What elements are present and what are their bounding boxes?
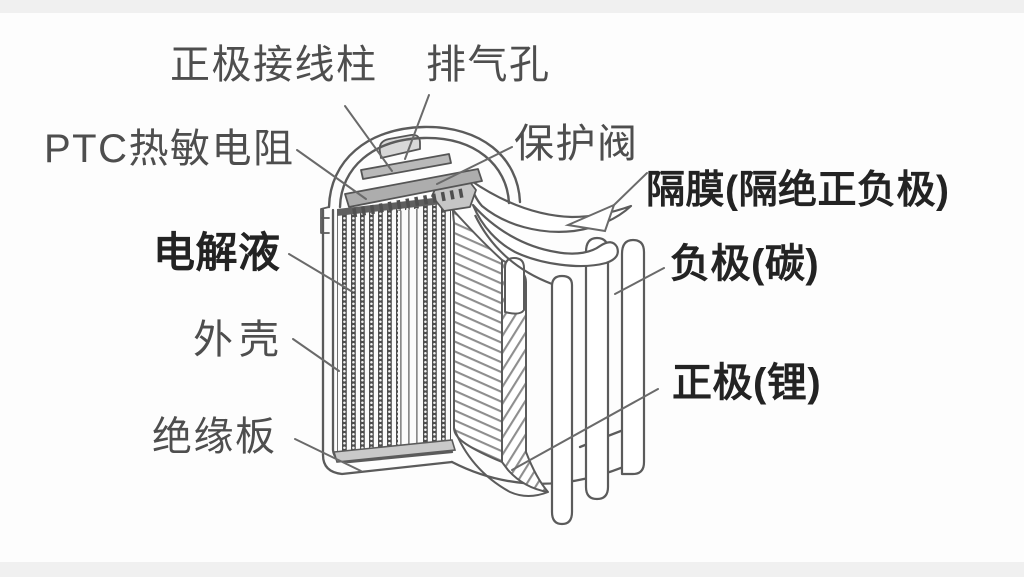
leader-ptc: [296, 149, 367, 200]
dome-outer: [327, 125, 522, 209]
separator-main: [452, 209, 503, 463]
can-bottom-front-rim: [450, 457, 644, 485]
sheet-strip-right: [620, 238, 646, 476]
label-vent-hole: 排气孔: [426, 43, 551, 87]
dome-inner: [338, 136, 511, 209]
cap-crimp-teeth: [352, 187, 469, 218]
leader-vent: [404, 94, 430, 160]
label-cathode-lithium: 正极(锂): [672, 361, 822, 405]
anode-ribbon: [471, 203, 619, 268]
leader-electrolyte: [288, 253, 352, 292]
leader-lines: [288, 94, 665, 472]
label-electrolyte: 电解液: [153, 229, 281, 276]
separator-hatch-sheet: [452, 209, 549, 497]
sheet-connect-curve: [474, 214, 553, 286]
label-separator: 隔膜(隔绝正负极): [646, 169, 950, 212]
can-top-dome: [327, 125, 522, 209]
terminal-nub: [378, 134, 421, 159]
roll-top-band: [337, 196, 451, 216]
leader-case: [292, 338, 340, 372]
sheet-strip-middle: [584, 236, 610, 501]
sheet-hook-tab: [504, 257, 525, 315]
label-anode-carbon: 负极(碳): [670, 242, 820, 286]
cap-plate-upper: [360, 153, 452, 180]
separator-bottom-curl: [453, 427, 549, 497]
leader-valve: [436, 146, 513, 185]
roll-thin-section: [398, 208, 422, 449]
top-edge-band: [0, 0, 1024, 13]
leader-cathode: [511, 388, 659, 471]
sheet-strip-left: [550, 274, 574, 526]
leader-terminal: [344, 105, 393, 172]
leader-insulator: [294, 438, 362, 472]
can-left-rim-step: [320, 206, 330, 234]
label-ptc-thermistor: PTC热敏电阻: [44, 127, 295, 171]
label-insulator-plate: 绝缘板: [152, 415, 277, 459]
label-positive-terminal: 正极接线柱: [170, 43, 378, 87]
label-outer-case: 外壳: [193, 318, 285, 362]
label-protection-valve: 保护阀: [514, 122, 639, 166]
electrode-roll: [332, 196, 457, 463]
roll-stripes: [337, 202, 451, 456]
separator-arrow-wedge: [564, 203, 616, 233]
bottom-edge-band: [0, 562, 1024, 577]
leader-separator: [613, 172, 648, 206]
leader-anode: [614, 267, 665, 295]
can-left-wall-outer: [321, 208, 454, 476]
